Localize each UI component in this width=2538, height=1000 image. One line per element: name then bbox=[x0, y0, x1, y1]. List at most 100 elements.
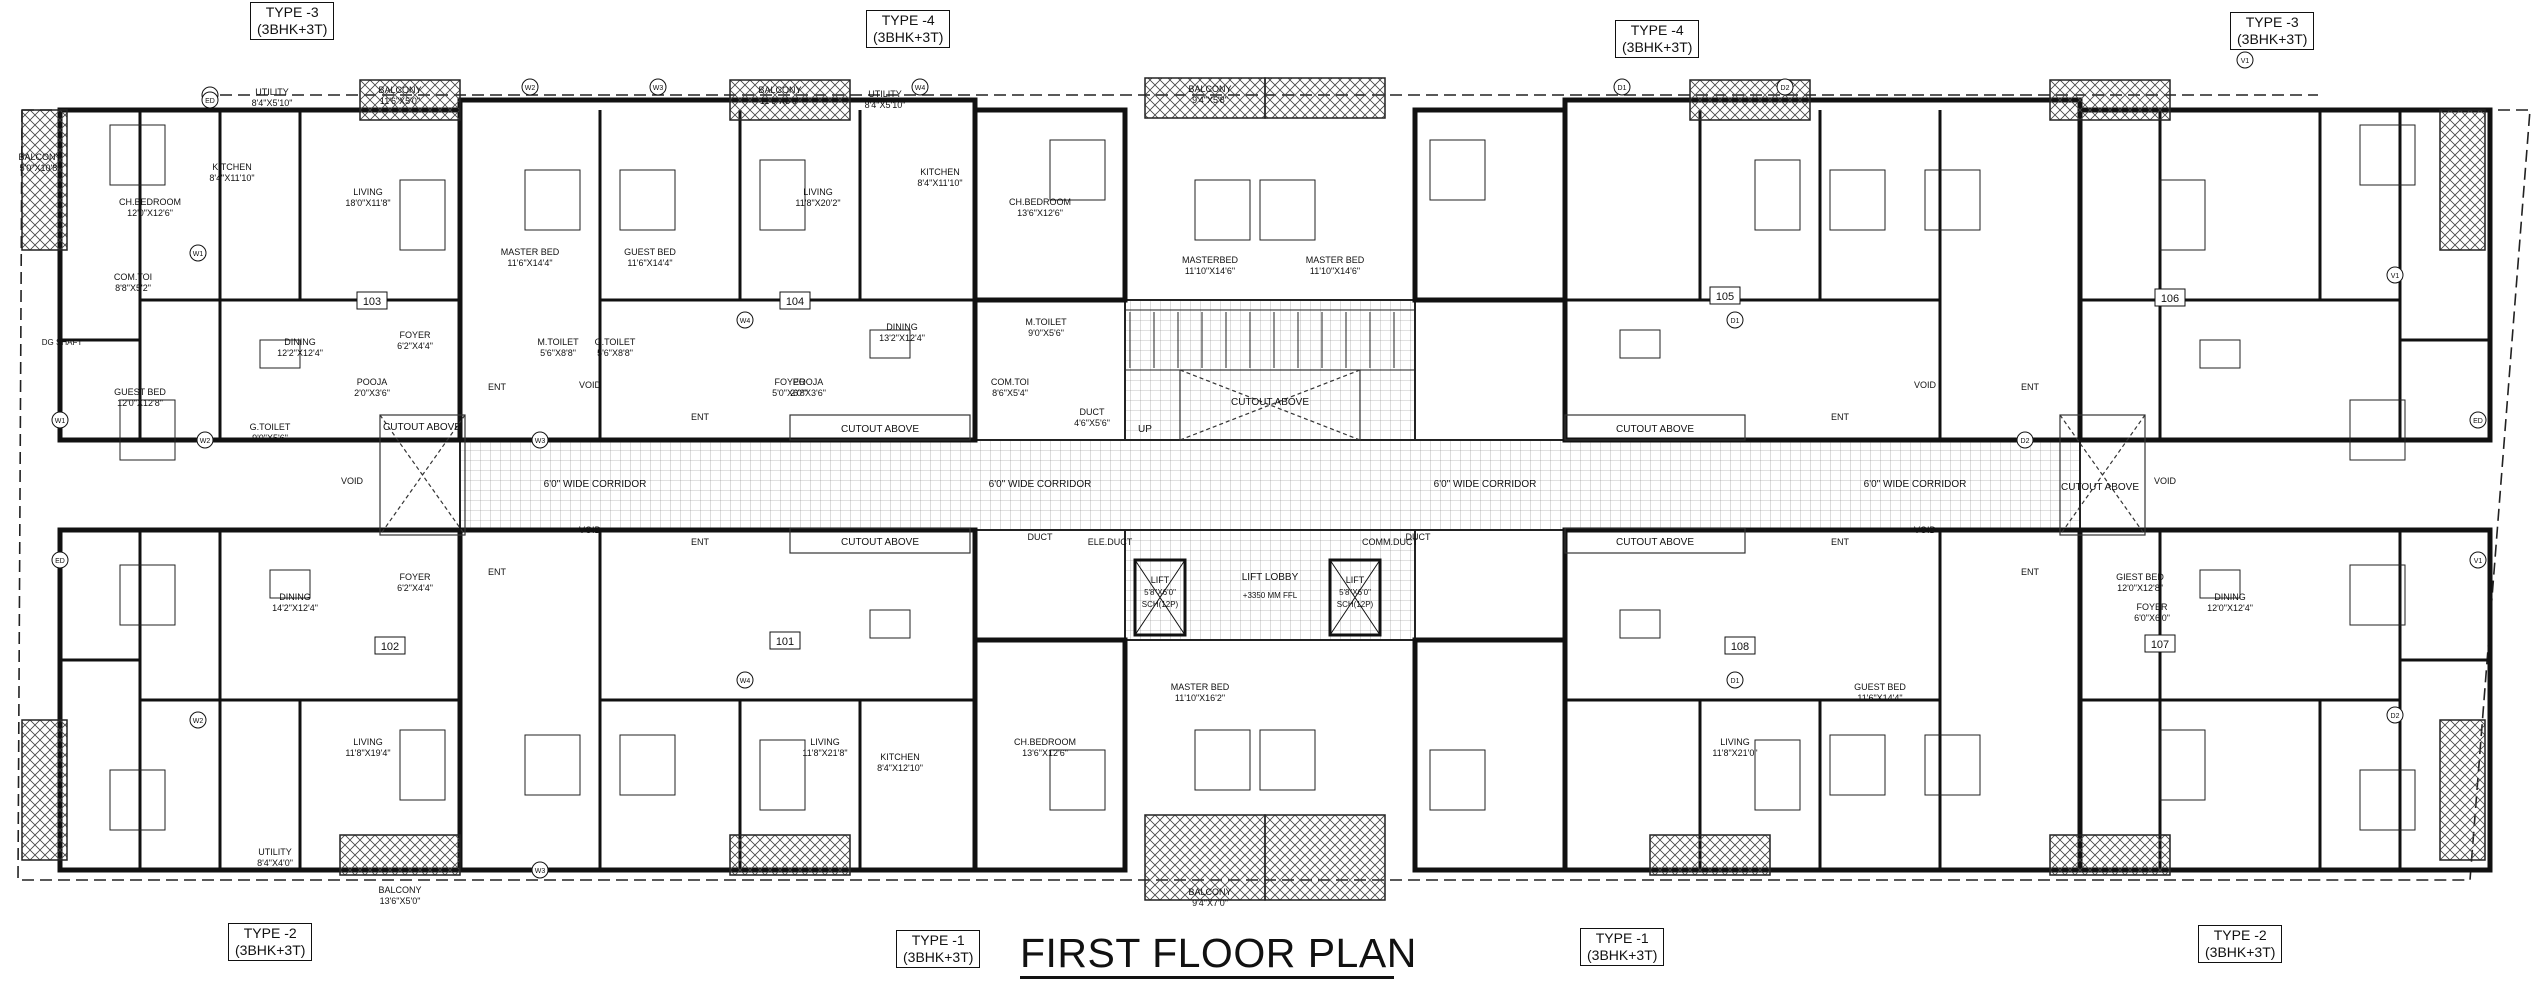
cutout-label: CUTOUT ABOVE bbox=[2061, 482, 2139, 493]
room-size: 8'4"X5'10" bbox=[865, 100, 906, 110]
door-window-tag-label: W4 bbox=[740, 678, 751, 685]
room-size: 12'0"X12'4" bbox=[2207, 603, 2253, 613]
entry-label: ENT bbox=[1831, 412, 1850, 422]
door-window-tag-label: D2 bbox=[1781, 85, 1790, 92]
room-size: 11'10"X16'2" bbox=[1175, 693, 1225, 703]
bed bbox=[2349, 399, 2406, 461]
entry-label: ENT bbox=[1831, 537, 1850, 547]
sofa bbox=[2159, 179, 2206, 251]
room-size: 9'0"X5'6" bbox=[252, 433, 288, 443]
bed bbox=[1829, 734, 1886, 796]
door-window-tag-label: D1 bbox=[1731, 678, 1740, 685]
stair-up-label: UP bbox=[1138, 424, 1152, 435]
door-window-tag-label: V1 bbox=[2391, 273, 2400, 280]
door-window-tag bbox=[51, 551, 69, 569]
bed bbox=[109, 124, 166, 186]
room-size: 8'6"X5'4" bbox=[992, 388, 1028, 398]
door-window-tag bbox=[51, 411, 69, 429]
dg-shaft-label: DG SHAFT bbox=[42, 338, 83, 347]
sofa bbox=[399, 179, 446, 251]
door-window-tag-label: W1 bbox=[193, 251, 204, 258]
room-size: 2'0"X3'6" bbox=[790, 388, 826, 398]
entry-label: ENT bbox=[2021, 567, 2040, 577]
room-size: 5'6"X8'8" bbox=[597, 348, 633, 358]
ele-duct-label: ELE.DUCT bbox=[1088, 537, 1133, 547]
door-window-tag bbox=[2469, 551, 2487, 569]
room-name: MASTER BED bbox=[1171, 682, 1230, 692]
room-size: 18'0"X11'8" bbox=[345, 198, 390, 208]
lift-size: 5'8"X6'0" bbox=[1144, 588, 1176, 597]
type-tag-name: TYPE -4 bbox=[881, 12, 935, 28]
dining-table bbox=[269, 569, 311, 599]
room-name: COM.TOI bbox=[991, 377, 1029, 387]
room-size: 13'6"X12'6" bbox=[1017, 208, 1063, 218]
room-name: FOYER bbox=[399, 572, 431, 582]
flat-number-box bbox=[1724, 636, 1756, 655]
door-window-tag bbox=[531, 431, 549, 449]
type-tag-config: (3BHK+3T) bbox=[903, 949, 974, 965]
room-size: 5'6"X8'8" bbox=[540, 348, 576, 358]
door-window-tag-label: W3 bbox=[653, 85, 664, 92]
room-name: BALCONY bbox=[758, 85, 801, 95]
entry-label: ENT bbox=[691, 537, 710, 547]
door-window-tag-label: ED bbox=[205, 98, 215, 105]
room-name: M.TOILET bbox=[537, 337, 579, 347]
room-name: FOYER bbox=[2136, 602, 2168, 612]
room-size: 11'8"X19'4" bbox=[345, 748, 390, 758]
room-size: 11'6"X14'4" bbox=[1857, 693, 1902, 703]
room-name: FOYER bbox=[774, 377, 806, 387]
type-tag-config: (3BHK+3T) bbox=[1622, 39, 1693, 55]
room-name: UTILITY bbox=[255, 87, 289, 97]
door-window-tag-label: W4 bbox=[915, 85, 926, 92]
comm-duct-label: COMM.DUCT bbox=[1362, 537, 1418, 547]
type-tag-name: TYPE -2 bbox=[2213, 927, 2267, 943]
door-window-tag bbox=[911, 78, 929, 96]
flat-number: 108 bbox=[1731, 641, 1749, 653]
door-window-tag bbox=[649, 78, 667, 96]
room-size: 12'0"X12'6" bbox=[127, 208, 173, 218]
door-window-tag-label: V1 bbox=[2474, 558, 2483, 565]
type-tag: TYPE -2 (3BHK+3T) bbox=[2198, 925, 2283, 963]
flat-number: 102 bbox=[381, 641, 399, 653]
door-window-tag bbox=[736, 671, 754, 689]
room-name: UTILITY bbox=[258, 847, 292, 857]
room-size: 11'8"X21'0" bbox=[1712, 748, 1757, 758]
bed bbox=[1259, 179, 1316, 241]
room-size: 2'0"X3'6" bbox=[354, 388, 390, 398]
room-name: LIVING bbox=[803, 187, 833, 197]
void-label: VOID bbox=[2154, 476, 2177, 486]
room-name: GUEST BED bbox=[1854, 682, 1906, 692]
bed bbox=[109, 769, 166, 831]
room-name: DUCT bbox=[1080, 407, 1105, 417]
door-window-tag-label: W3 bbox=[535, 868, 546, 875]
dining-table bbox=[869, 609, 911, 639]
type-tag-name: TYPE -1 bbox=[1595, 930, 1649, 946]
room-size: 11'10"X14'6" bbox=[1310, 266, 1360, 276]
room-name: LIVING bbox=[810, 737, 840, 747]
room-size: 14'2"X12'4" bbox=[272, 603, 318, 613]
furniture-layer bbox=[109, 124, 2416, 831]
room-name: DINING bbox=[2214, 592, 2246, 602]
flat-number: 101 bbox=[776, 636, 794, 648]
type-tag-config: (3BHK+3T) bbox=[873, 29, 944, 45]
dining-table bbox=[1619, 609, 1661, 639]
cutout-label: CUTOUT ABOVE bbox=[1616, 537, 1694, 548]
door-window-tag bbox=[736, 311, 754, 329]
room-name: M.TOILET bbox=[1025, 317, 1067, 327]
dining-table bbox=[1619, 329, 1661, 359]
balconies bbox=[21, 77, 2486, 901]
room-size: 12'0"X12'8" bbox=[2117, 583, 2163, 593]
bed bbox=[1049, 749, 1106, 811]
type-tag: TYPE -3 (3BHK+3T) bbox=[2230, 12, 2315, 50]
entry-label: ENT bbox=[2021, 382, 2040, 392]
room-name: DINING bbox=[886, 322, 918, 332]
type-tag: TYPE -4 (3BHK+3T) bbox=[866, 10, 951, 48]
void-label: VOID bbox=[579, 525, 602, 535]
room-name: CH.BEDROOM bbox=[1014, 737, 1076, 747]
corridor-label: 6'0" WIDE CORRIDOR bbox=[544, 479, 647, 490]
door-window-tag bbox=[201, 91, 219, 109]
flat-number: 107 bbox=[2151, 639, 2169, 651]
room-name: GIEST BED bbox=[2116, 572, 2164, 582]
cutout-label: CUTOUT ABOVE bbox=[841, 537, 919, 548]
